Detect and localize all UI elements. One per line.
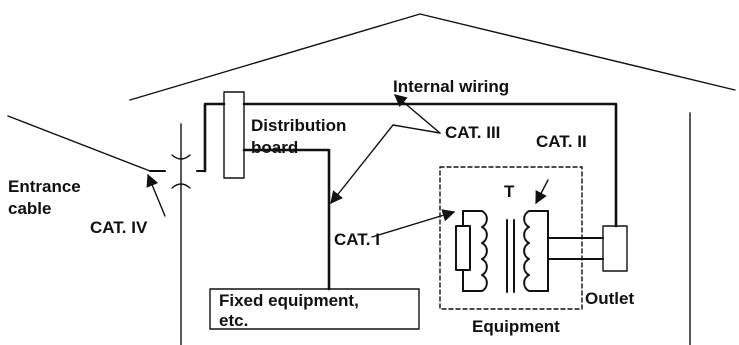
transformer-label: T: [504, 182, 515, 201]
internal-wiring-lines: [203, 91, 618, 291]
cat-iii-label: CAT. III: [445, 123, 500, 142]
entrance-cable-label-line1: Entrance: [8, 177, 81, 196]
cat-iii-arrow-stem: [392, 124, 441, 134]
building-outline: [129, 13, 736, 345]
fixed-equipment-label-line1: Fixed equipment,: [219, 291, 359, 310]
transformer: [455, 210, 604, 293]
arrows: [146, 94, 549, 238]
entrance-cable-label-line2: cable: [8, 199, 51, 218]
entrance-cable: [7, 115, 206, 189]
cat-iv-arrow: [146, 173, 166, 217]
cat-iv-label: CAT. IV: [90, 218, 148, 237]
cat-i-label: CAT. I: [334, 230, 380, 249]
cat-i-arrow: [371, 209, 456, 238]
load-resistor: [455, 225, 471, 271]
cat-iii-arrow-lower: [330, 124, 394, 204]
fixed-equipment-label-line2: etc.: [219, 311, 248, 330]
distribution-board: [223, 91, 245, 179]
internal-wiring-label: Internal wiring: [393, 77, 509, 96]
outlet-box: [602, 225, 628, 272]
cat-iii-arrow-upper: [394, 94, 441, 134]
outlet-label: Outlet: [585, 289, 634, 308]
fixed-equipment-box: [209, 288, 420, 330]
equipment-label: Equipment: [472, 317, 560, 336]
distribution-board-label-line2: board: [251, 138, 298, 157]
cat-ii-arrow: [535, 179, 549, 205]
distribution-board-label-line1: Distribution: [251, 116, 346, 135]
cat-ii-label: CAT. II: [536, 132, 587, 151]
